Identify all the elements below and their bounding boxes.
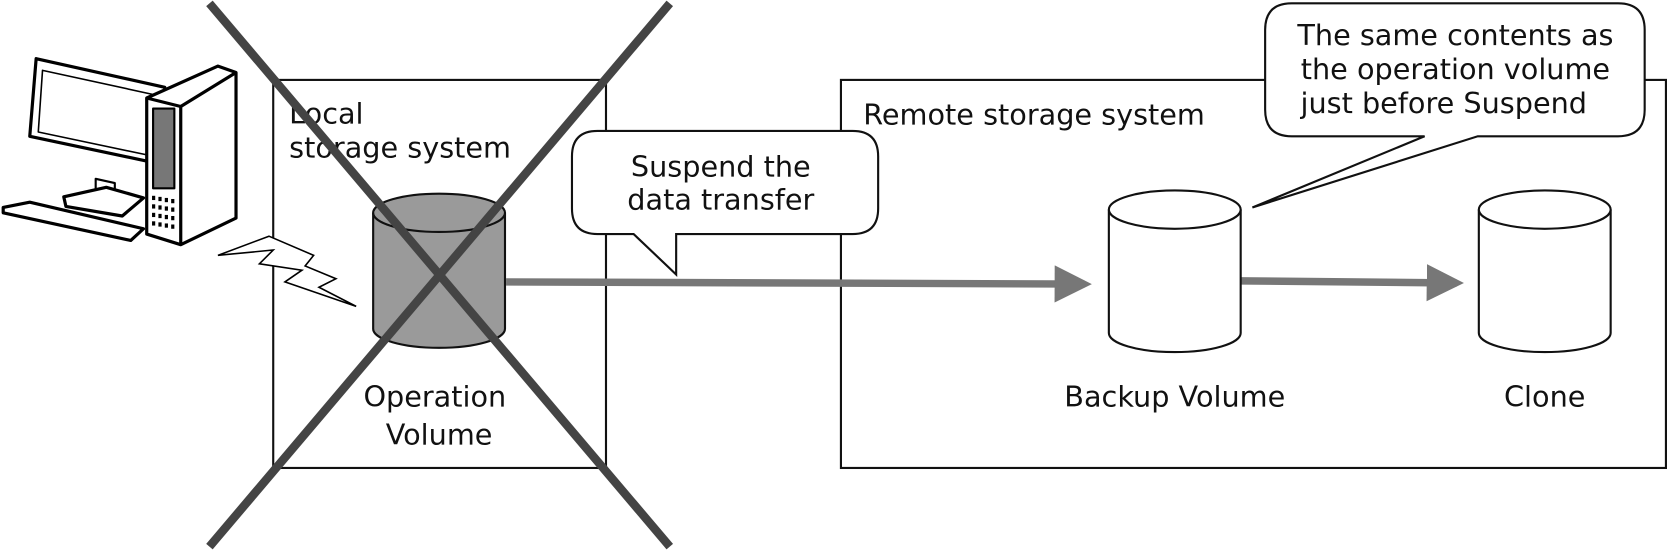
lightning-bolt-icon	[217, 235, 357, 308]
cross-out-icon	[206, 0, 674, 550]
suspend-callout: Suspend the data transfer	[570, 129, 880, 277]
backup-volume-cylinder: Backup Volume	[1064, 189, 1285, 413]
same-contents-callout: The same contents as the operation volum…	[1251, 2, 1646, 209]
same-contents-line1: The same contents as	[1296, 18, 1613, 52]
clone-copy-arrow	[1240, 264, 1464, 302]
data-transfer-arrow	[506, 265, 1092, 303]
same-contents-line3: just before Suspend	[1299, 86, 1587, 120]
backup-volume-label: Backup Volume	[1064, 379, 1285, 413]
remote-storage-system: Remote storage system	[839, 78, 1667, 470]
clone-volume-label: Clone	[1504, 379, 1585, 413]
suspend-callout-line1: Suspend the	[631, 150, 811, 184]
operation-volume-label-line2: Volume	[386, 418, 493, 452]
operation-volume-label-line1: Operation	[363, 379, 506, 413]
desktop-computer-icon	[1, 57, 238, 247]
remote-storage-label: Remote storage system	[863, 98, 1205, 132]
same-contents-line2: the operation volume	[1301, 52, 1610, 86]
clone-volume-cylinder: Clone	[1477, 189, 1612, 413]
suspend-callout-line2: data transfer	[627, 183, 814, 217]
